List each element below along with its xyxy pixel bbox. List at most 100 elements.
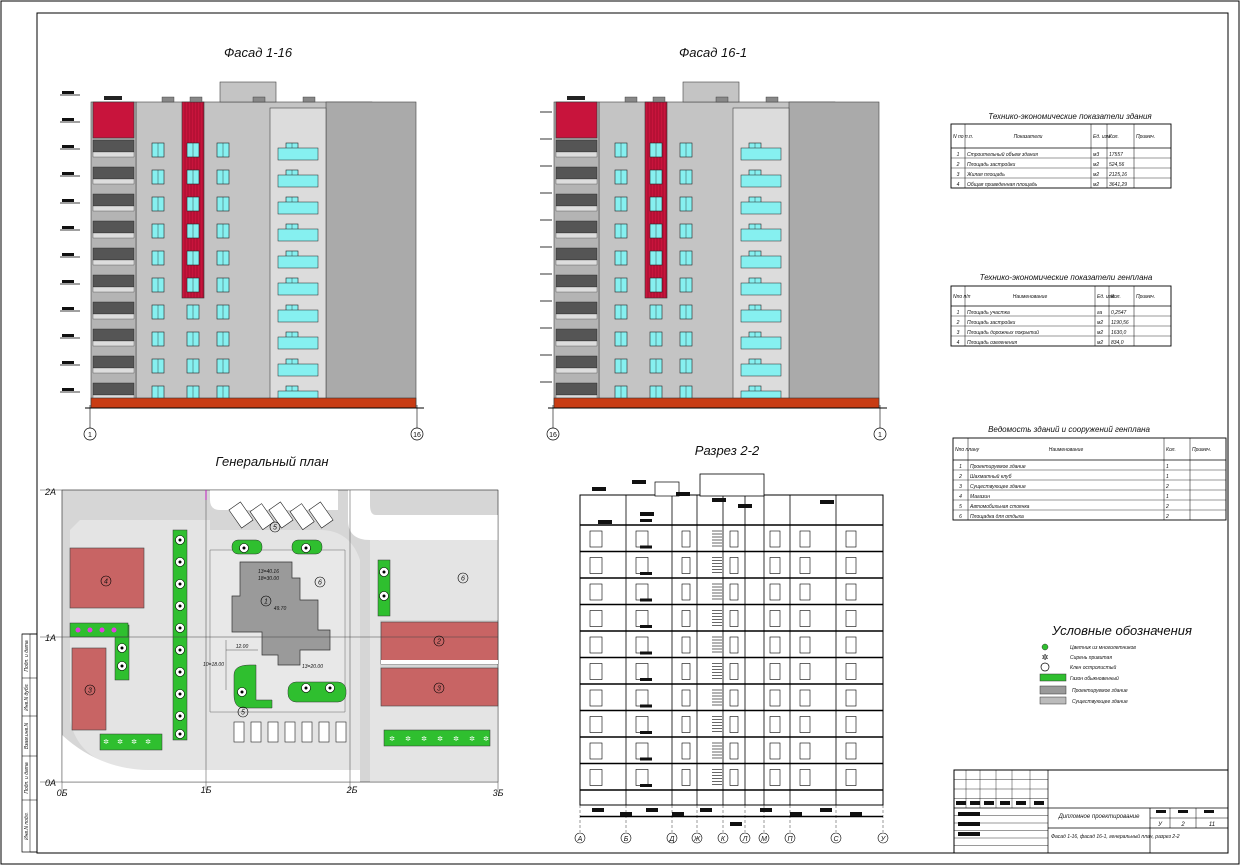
table-header-cell: Кол.: [1166, 447, 1176, 453]
level-mark: [640, 731, 652, 734]
section-axis-7: П: [787, 836, 793, 843]
section-opening: [589, 769, 603, 786]
balcony: [92, 193, 135, 207]
stamp-mark: [1000, 801, 1010, 805]
dim-mark: [850, 812, 862, 816]
legend-item-2: Сирень привитая: [1070, 655, 1112, 661]
flower-icon: [75, 627, 81, 633]
table-cell: 834,0: [1111, 340, 1124, 346]
section-opening: [729, 530, 739, 548]
parking-car: [308, 501, 334, 529]
building-number-circle: [433, 682, 445, 694]
green-yard-3: [233, 664, 273, 709]
section-axis-9: У: [880, 836, 887, 843]
tree-center: [304, 686, 308, 690]
section-opening: [589, 557, 603, 574]
chimney: [189, 96, 203, 103]
stamp-mark: [958, 812, 980, 816]
tree-center: [328, 686, 332, 690]
level-mark: [632, 480, 646, 484]
table-cell: Существующее здание: [970, 484, 1026, 490]
table-cell: Площадь озеленения: [967, 340, 1017, 346]
building-number-b4: 4: [104, 579, 108, 586]
level-label: [62, 91, 74, 94]
level-mark: [640, 545, 652, 549]
tree-center: [178, 604, 182, 608]
axis-1B: 1Б: [201, 785, 212, 795]
building-number-b3b: 3: [88, 688, 92, 695]
level-mark: [640, 651, 652, 655]
stair-window: [740, 255, 782, 269]
level-mark: [820, 500, 834, 504]
section-opening: [729, 557, 739, 574]
building-4: [69, 547, 145, 609]
balcony-rail: [555, 367, 598, 374]
table-cell: Проектируемое здание: [970, 464, 1026, 470]
level-label: [62, 118, 74, 121]
facade2-axis-left: 16: [549, 432, 557, 439]
balcony-rail: [555, 151, 598, 158]
stair-window: [740, 201, 782, 215]
table1-title: Технико-экономические показатели здания: [988, 112, 1152, 121]
balcony: [555, 382, 598, 396]
dim-1: 12.00: [236, 644, 249, 650]
stair-window: [277, 147, 319, 161]
legend-item-6: Существующее здание: [1072, 699, 1128, 705]
dim-mark: [790, 812, 802, 816]
green-yard-4: [287, 681, 347, 703]
axis-0B: 0Б: [57, 788, 68, 798]
level-label: [62, 388, 74, 391]
facade2-title: Фасад 16-1: [679, 45, 747, 60]
balcony: [92, 274, 135, 288]
facade-16-1: [540, 81, 887, 409]
section-opening: [681, 557, 691, 574]
green-bottom-right: [383, 729, 491, 747]
table-cell: 5: [959, 504, 962, 510]
shrub-icon: ✲: [103, 738, 109, 746]
table-cell: 3: [957, 330, 960, 336]
facade2-axes: 16 1: [546, 405, 887, 441]
legend-lawn-icon: [1039, 673, 1067, 682]
balcony-rail: [92, 286, 135, 293]
table-cell: м2: [1097, 330, 1103, 336]
tree-center: [178, 692, 182, 696]
section-opening: [729, 769, 739, 786]
section-opening: [681, 689, 691, 707]
section-opening: [769, 742, 781, 760]
tree-center: [178, 560, 182, 564]
level-mark: [640, 572, 652, 575]
table-header-cell: Наименование: [1013, 294, 1048, 300]
tree-center: [178, 538, 182, 542]
section-opening: [769, 636, 781, 654]
table-cell: м3: [1093, 152, 1099, 158]
shrub-icon: ✲: [145, 738, 151, 746]
roof-exit: [219, 81, 277, 103]
table2-title: Технико-экономические показатели генплан…: [980, 273, 1153, 282]
building-3-left: [71, 647, 107, 731]
table-cell: 1: [959, 464, 962, 470]
balcony-rail: [555, 313, 598, 320]
level-mark: [640, 625, 652, 628]
balcony-rail: [555, 232, 598, 239]
stamp-project: Дипломное проектирование: [1058, 814, 1141, 820]
legend-existing-icon: [1039, 696, 1067, 705]
section-opening: [769, 530, 781, 548]
green-bottom-left: [99, 733, 163, 751]
parking-space: [318, 721, 330, 743]
legend-item-3: Клен остролистый: [1070, 664, 1116, 671]
section-opening: [729, 689, 739, 707]
mark-1: 13=40.16: [258, 569, 279, 575]
table-cell: Строительный объем здания: [967, 151, 1038, 158]
facade1-axis-right: 16: [413, 432, 421, 439]
section-opening: [681, 530, 691, 548]
section-axis-0: А: [577, 836, 583, 843]
facade-wall-right: [788, 101, 880, 406]
section-opening: [845, 530, 857, 548]
balcony: [555, 301, 598, 315]
section-opening: [769, 583, 781, 601]
section-axis-circle: [574, 832, 586, 844]
level-label: [62, 199, 74, 202]
